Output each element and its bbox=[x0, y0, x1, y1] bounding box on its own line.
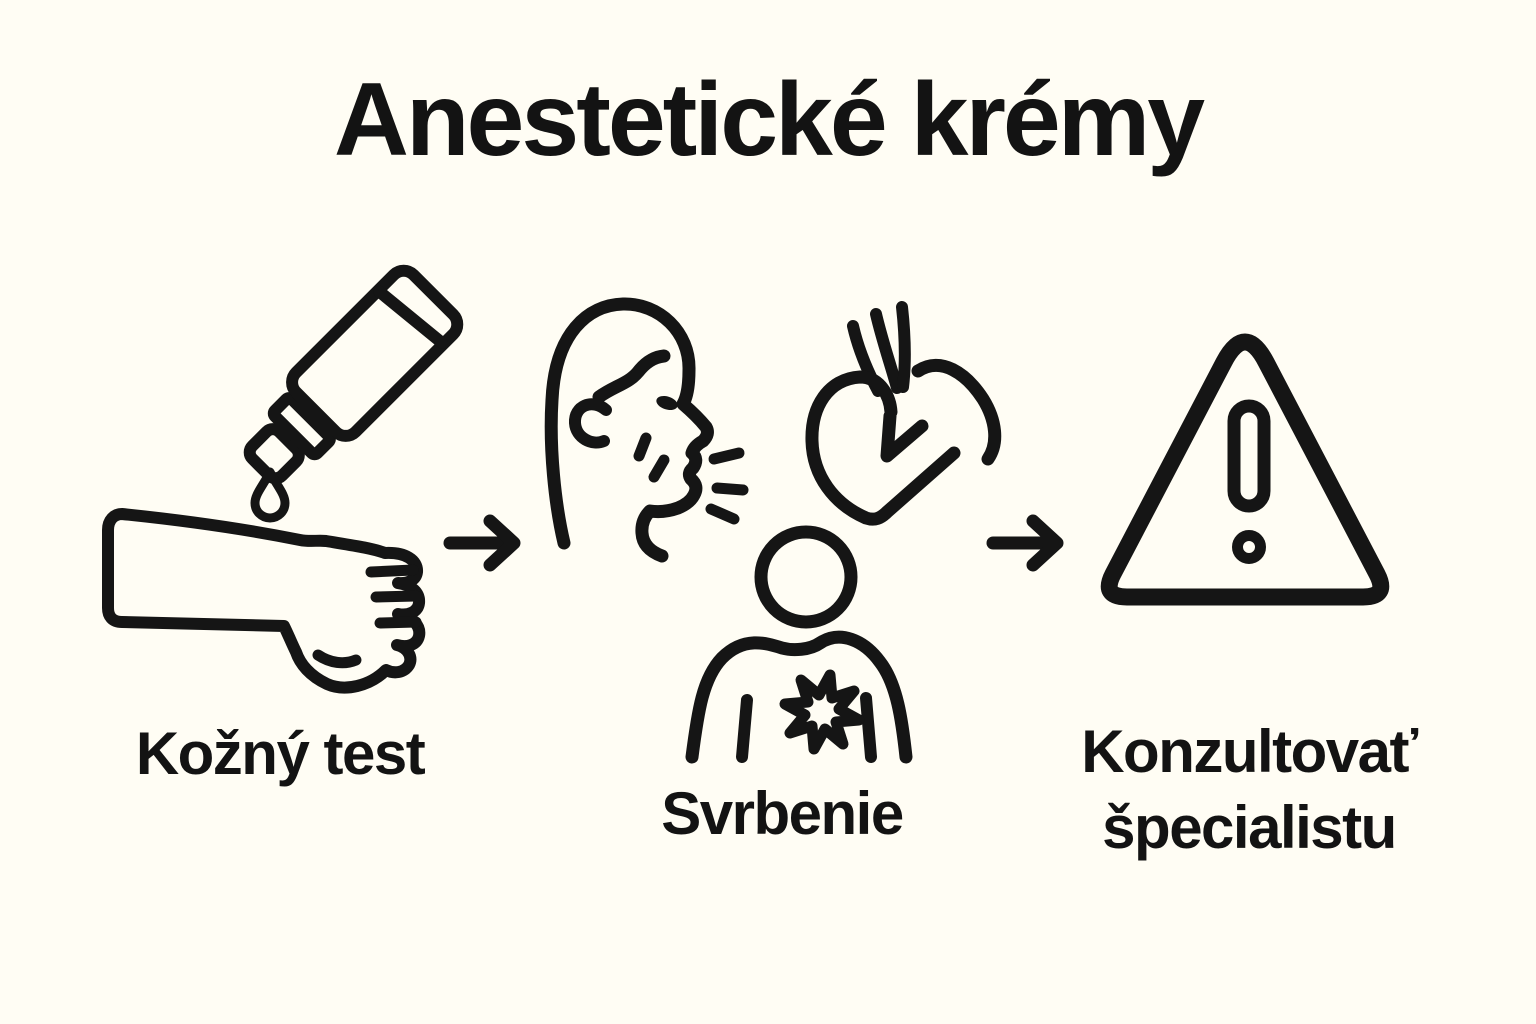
scratching-hand-icon bbox=[805, 301, 1002, 526]
step-label-consult-specialist: Konzultovať špecialistu bbox=[1081, 718, 1418, 861]
arm-icon bbox=[102, 508, 426, 694]
itching-icon-group bbox=[544, 297, 1002, 764]
right-arrow-icon bbox=[443, 514, 521, 572]
pain-star-icon bbox=[779, 669, 865, 755]
chest-pain-person-icon bbox=[685, 525, 913, 764]
eye-icon bbox=[656, 395, 678, 411]
page-title: Anestetické krémy bbox=[333, 62, 1205, 178]
exclamation-bar-icon bbox=[1227, 399, 1271, 513]
coughing-face-icon bbox=[544, 297, 749, 563]
right-arrow-icon bbox=[986, 514, 1064, 572]
skin-test-icon bbox=[102, 264, 464, 694]
cream-drop-icon bbox=[250, 467, 290, 523]
cream-tube-icon bbox=[243, 264, 464, 485]
step-label-itching: Svrbenie bbox=[661, 780, 904, 847]
exclamation-dot-icon bbox=[1232, 530, 1266, 564]
warning-triangle-icon bbox=[1100, 333, 1390, 606]
step-label-skin-test: Kožný test bbox=[135, 720, 426, 787]
